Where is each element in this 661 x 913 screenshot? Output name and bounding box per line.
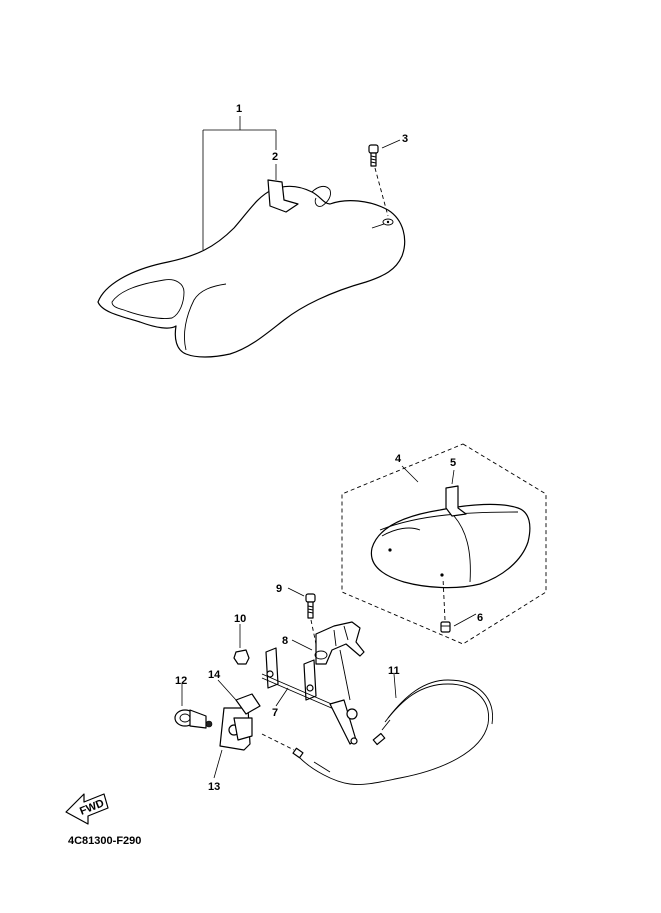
lever-link-assembly (261, 647, 358, 745)
leaders-lower (181, 465, 477, 779)
callout-2: 2 (272, 151, 278, 163)
lock-cylinder (174, 709, 213, 729)
nut-6 (440, 577, 451, 633)
callout-6: 6 (477, 612, 483, 624)
lock-bracket (314, 621, 365, 665)
callout-3: 3 (402, 133, 408, 145)
bolt-3 (368, 144, 389, 217)
callout-7: 7 (272, 707, 278, 719)
callout-5: 5 (450, 457, 456, 469)
fwd-arrow-icon: FWD (65, 793, 109, 825)
lock-holder (219, 693, 261, 751)
double-seat (97, 179, 406, 358)
cowl-strap (445, 485, 467, 517)
callout-13: 13 (208, 781, 220, 793)
callout-12: 12 (175, 675, 187, 687)
callout-9: 9 (276, 583, 282, 595)
leaders-upper (202, 116, 401, 250)
callout-1: 1 (236, 103, 242, 115)
bolt-9 (305, 593, 317, 645)
callout-4: 4 (395, 453, 402, 465)
callout-8: 8 (282, 635, 288, 647)
callout-11: 11 (388, 665, 400, 677)
single-seat-cowl (370, 503, 531, 589)
callout-labels: 1 2 3 4 5 6 7 8 9 10 11 12 14 13 (175, 103, 483, 793)
seat-lock-cable (261, 679, 493, 785)
drawing-code: 4C81300-F290 (68, 835, 141, 847)
callout-14: 14 (208, 669, 221, 681)
callout-10: 10 (234, 613, 246, 625)
collar (233, 649, 250, 665)
